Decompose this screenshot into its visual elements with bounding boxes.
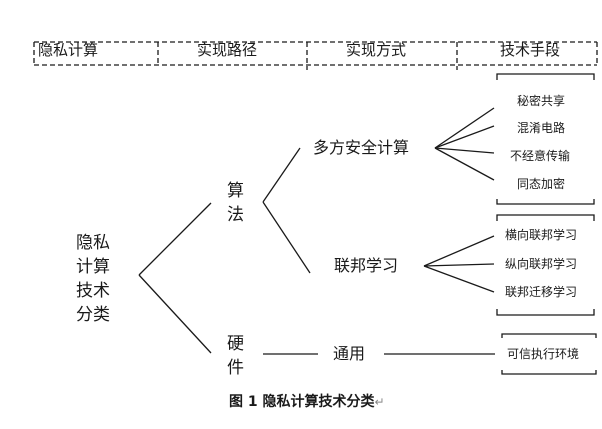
method-node-general: 通用	[333, 344, 366, 363]
technique-homomorphic-encryption: 同态加密	[517, 177, 566, 191]
edge-fl-tech-1	[423, 235, 495, 267]
header-col-technique: 技术手段	[500, 41, 561, 59]
edge-algorithm-mpc	[262, 147, 301, 203]
technique-secret-sharing: 秘密共享	[517, 94, 566, 108]
edge-mpc-tech-4	[434, 147, 495, 181]
bracket-mpc-top	[496, 73, 595, 80]
edge-algorithm-fl	[262, 201, 311, 274]
method-node-mpc: 多方安全计算	[313, 138, 410, 157]
paragraph-return-mark: ↵	[374, 395, 385, 409]
path-node-algorithm: 算法	[227, 181, 244, 225]
edge-fl-tech-3	[423, 265, 495, 293]
bracket-fl-top	[496, 214, 595, 221]
header-col-privacy-computing: 隐私计算	[38, 41, 99, 59]
method-node-federated-learning: 联邦学习	[334, 256, 399, 275]
figure-caption: 图 1 隐私计算技术分类↵	[229, 395, 385, 409]
bracket-fl-bottom	[496, 309, 595, 316]
header-col-implementation-path: 实现路径	[197, 41, 258, 59]
edge-root-algorithm	[138, 202, 212, 276]
figure-caption-text: 图 1 隐私计算技术分类	[229, 394, 375, 410]
path-node-hardware: 硬件	[227, 334, 244, 378]
bracket-mpc-bottom	[496, 199, 595, 205]
technique-oblivious-transfer: 不经意传输	[510, 149, 571, 163]
edge-mpc-tech-1	[434, 107, 495, 149]
technique-garbled-circuit: 混淆电路	[517, 121, 566, 135]
technique-federated-transfer-learning: 联邦迁移学习	[505, 285, 578, 299]
bracket-tee-bottom	[501, 370, 597, 375]
edge-root-hardware	[138, 274, 212, 354]
technique-vertical-fl: 纵向联邦学习	[505, 257, 578, 271]
edge-mpc-tech-2	[434, 125, 495, 149]
edge-mpc-tech-3	[434, 147, 495, 154]
header-col-implementation-method: 实现方式	[346, 41, 407, 59]
root-node: 隐私计算技术分类	[76, 233, 110, 325]
technique-horizontal-fl: 横向联邦学习	[505, 228, 578, 242]
header-frame	[33, 41, 598, 70]
technique-trusted-execution-environment: 可信执行环境	[507, 347, 580, 361]
edge-fl-tech-2	[423, 263, 495, 267]
bracket-tee-top	[501, 333, 597, 338]
